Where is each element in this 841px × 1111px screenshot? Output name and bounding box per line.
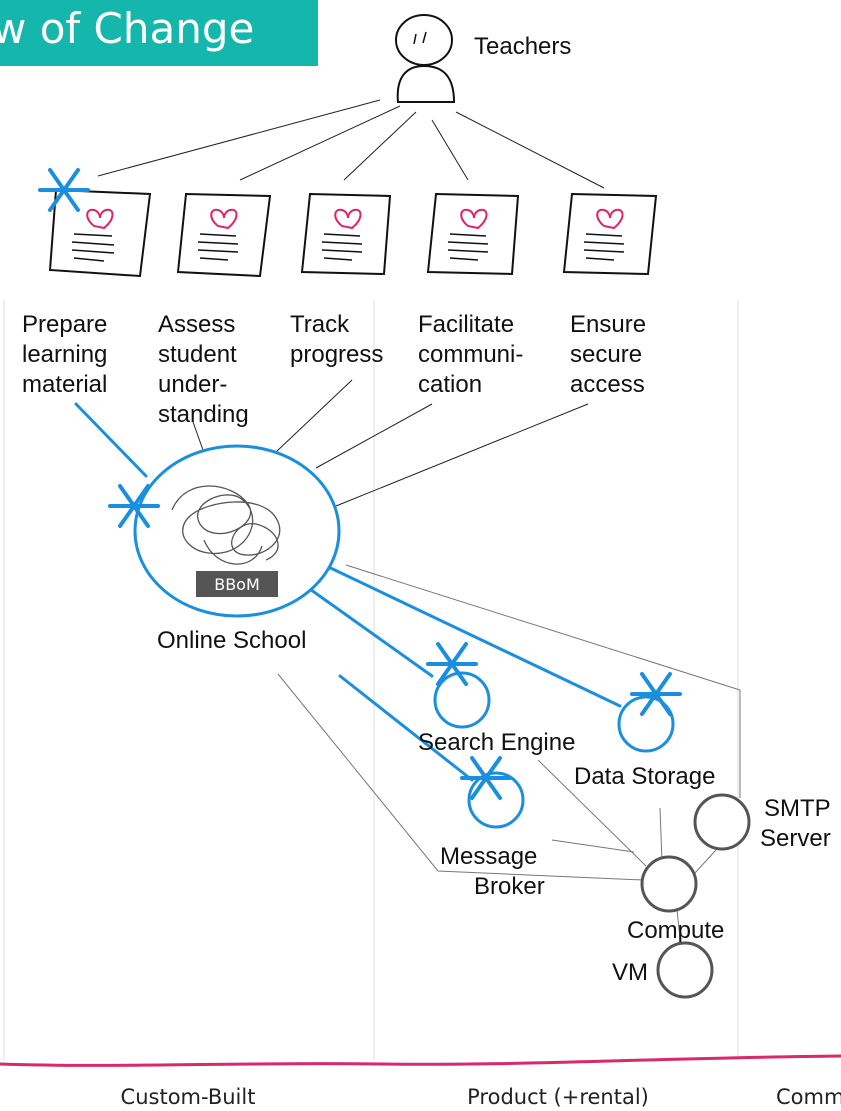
- link-school-search: [298, 580, 434, 678]
- evolution-axis-line: [0, 1054, 841, 1067]
- heart-icon: [460, 208, 488, 230]
- link-school-compute: [277, 673, 644, 881]
- heart-icon: [596, 208, 624, 230]
- svg-text:Prepare: Prepare: [22, 311, 107, 338]
- user-label: Teachers: [474, 33, 571, 60]
- search-engine-label: Search Engine: [418, 729, 575, 756]
- highlight-links: [74, 402, 622, 782]
- svg-text:learning: learning: [22, 341, 107, 368]
- link-user-need-2: [239, 105, 401, 181]
- svg-text:access: access: [570, 371, 645, 398]
- teacher-body: [396, 64, 456, 103]
- vm-label: VM: [612, 959, 648, 986]
- link-need-4-school: [315, 403, 433, 469]
- title-banner: w of Change: [0, 0, 318, 66]
- stage-label-product: Product (+rental): [467, 1085, 649, 1109]
- scribble-icon: [171, 485, 281, 565]
- link-user-need-3: [343, 111, 417, 181]
- link-need-3-school: [275, 379, 353, 453]
- svg-text:under-: under-: [158, 371, 227, 398]
- change-markers: [38, 168, 682, 800]
- need-label-1: Prepare learning material: [22, 311, 107, 398]
- link-user-need-1: [97, 99, 381, 177]
- data-storage-circle: [617, 695, 675, 753]
- svg-text:Server: Server: [760, 825, 831, 852]
- need-card-1: [48, 188, 152, 278]
- need-card-3: [300, 192, 392, 276]
- change-marker-icon: [460, 756, 512, 800]
- change-marker-icon: [630, 672, 682, 716]
- svg-text:Ensure: Ensure: [570, 311, 646, 338]
- need-card-2: [176, 192, 272, 278]
- stage-label-commodity: Comm: [776, 1085, 841, 1109]
- bbom-badge-label: BBoM: [214, 575, 260, 594]
- change-marker-icon: [38, 168, 90, 212]
- need-label-3: Track progress: [290, 311, 383, 368]
- message-broker-circle: [467, 771, 525, 829]
- svg-text:Message: Message: [440, 843, 537, 870]
- component-links: [277, 564, 741, 939]
- teacher-icon: [395, 14, 456, 103]
- data-storage-label: Data Storage: [574, 763, 715, 790]
- svg-text:SMTP: SMTP: [764, 795, 831, 822]
- need-card-4: [426, 192, 520, 276]
- smtp-server-label: SMTP Server: [760, 795, 831, 852]
- bbom-badge: [196, 571, 278, 597]
- online-school-component: BBoM: [133, 444, 341, 618]
- stage-label-custom-built: Custom-Built: [121, 1085, 256, 1109]
- smtp-server-circle: [693, 793, 751, 851]
- heart-icon: [86, 208, 114, 230]
- svg-text:student: student: [158, 341, 237, 368]
- message-broker-label: Message Broker: [440, 843, 545, 900]
- need-label-2: Assess student under- standing: [158, 311, 249, 428]
- search-engine-circle: [433, 671, 491, 729]
- svg-text:Broker: Broker: [474, 873, 545, 900]
- teacher-eyes: [413, 31, 427, 45]
- stage-dividers: [3, 300, 739, 1060]
- link-user-need-5: [455, 111, 605, 189]
- svg-text:Facilitate: Facilitate: [418, 311, 514, 338]
- heart-icon: [210, 208, 238, 230]
- link-storage-compute: [659, 807, 663, 863]
- link-smtp-compute: [693, 849, 717, 875]
- link-need-1-school: [74, 402, 148, 478]
- svg-text:standing: standing: [158, 401, 249, 428]
- link-need-2-school: [192, 421, 204, 451]
- need-card-5: [562, 192, 658, 276]
- link-need-5-school: [335, 403, 589, 507]
- link-search-compute: [537, 759, 647, 867]
- online-school-label: Online School: [157, 627, 306, 654]
- svg-text:material: material: [22, 371, 107, 398]
- svg-text:cation: cation: [418, 371, 482, 398]
- compute-label: Compute: [627, 917, 724, 944]
- link-school-smtp: [345, 564, 741, 798]
- link-broker-compute: [551, 839, 635, 853]
- compute-circle: [640, 855, 698, 913]
- svg-text:Track: Track: [290, 311, 350, 338]
- page-title: w of Change: [0, 4, 255, 53]
- change-marker-icon: [108, 484, 160, 528]
- link-school-storage: [316, 560, 622, 708]
- dependency-links: [97, 99, 605, 507]
- link-compute-vm: [676, 909, 681, 939]
- svg-text:secure: secure: [570, 341, 642, 368]
- need-label-4: Facilitate communi- cation: [418, 311, 523, 398]
- need-label-5: Ensure secure access: [570, 311, 646, 398]
- heart-icon: [334, 208, 362, 230]
- svg-text:communi-: communi-: [418, 341, 523, 368]
- svg-text:Assess: Assess: [158, 311, 235, 338]
- link-school-broker: [338, 674, 474, 782]
- link-user-need-4: [431, 119, 469, 181]
- svg-text:progress: progress: [290, 341, 383, 368]
- vm-circle: [656, 941, 714, 999]
- change-marker-icon: [426, 642, 478, 686]
